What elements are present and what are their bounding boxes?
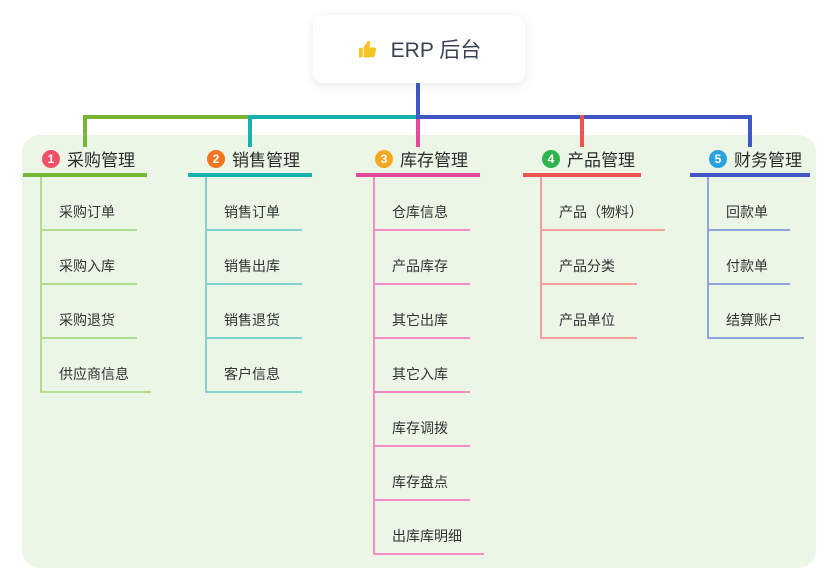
- branch-finance-badge: 5: [709, 149, 727, 168]
- child-node: 采购入库: [42, 231, 151, 285]
- branch-product-header[interactable]: 4 产品管理: [523, 144, 641, 177]
- child-node-label[interactable]: 其它入库: [375, 364, 470, 393]
- child-node-label[interactable]: 产品分类: [542, 256, 637, 285]
- child-node-label[interactable]: 采购退货: [42, 310, 137, 339]
- child-node-label[interactable]: 销售订单: [207, 202, 302, 231]
- child-node: 付款单: [709, 231, 810, 285]
- child-node-label[interactable]: 仓库信息: [375, 202, 470, 231]
- branch-purchase: 1 采购管理 采购订单 采购入库 采购退货 供应商信息: [23, 144, 151, 393]
- child-node-label[interactable]: 回款单: [709, 202, 790, 231]
- branch-inventory-badge: 3: [375, 149, 393, 168]
- child-node-label[interactable]: 库存盘点: [375, 472, 470, 501]
- root-node-title: ERP 后台: [390, 39, 482, 62]
- mindmap-panel: [22, 135, 816, 568]
- branch-product-children: 产品（物料） 产品分类 产品单位: [540, 177, 665, 339]
- child-node-label[interactable]: 其它出库: [375, 310, 470, 339]
- child-node-label[interactable]: 销售出库: [207, 256, 302, 285]
- child-node: 供应商信息: [42, 339, 151, 393]
- child-node: 产品（物料）: [542, 177, 665, 231]
- branch-purchase-title: 采购管理: [67, 151, 135, 170]
- branch-product-title: 产品管理: [567, 151, 635, 170]
- branch-inventory: 3 库存管理 仓库信息 产品库存 其它出库 其它入库 库存调拨 库存盘点 出库库…: [356, 144, 484, 555]
- child-node-label[interactable]: 付款单: [709, 256, 790, 285]
- child-node-label[interactable]: 采购入库: [42, 256, 137, 285]
- branch-finance: 5 财务管理 回款单 付款单 结算账户: [690, 144, 810, 339]
- branch-finance-title: 财务管理: [734, 151, 802, 170]
- child-node: 客户信息: [207, 339, 312, 393]
- child-node-label[interactable]: 产品（物料）: [542, 202, 665, 231]
- thumbs-up-icon: [357, 38, 380, 61]
- child-node: 其它入库: [375, 339, 484, 393]
- branch-inventory-children: 仓库信息 产品库存 其它出库 其它入库 库存调拨 库存盘点 出库库明细: [373, 177, 484, 555]
- branch-product-badge: 4: [542, 149, 560, 168]
- child-node-label[interactable]: 产品库存: [375, 256, 470, 285]
- child-node-label[interactable]: 销售退货: [207, 310, 302, 339]
- child-node-label[interactable]: 客户信息: [207, 364, 302, 393]
- child-node: 销售退货: [207, 285, 312, 339]
- child-node-label[interactable]: 库存调拨: [375, 418, 470, 447]
- child-node: 销售订单: [207, 177, 312, 231]
- branch-finance-header[interactable]: 5 财务管理: [690, 144, 810, 177]
- child-node-label[interactable]: 采购订单: [42, 202, 137, 231]
- child-node: 结算账户: [709, 285, 810, 339]
- child-node: 产品库存: [375, 231, 484, 285]
- branch-purchase-badge: 1: [42, 149, 60, 168]
- child-node: 出库库明细: [375, 501, 484, 555]
- child-node: 销售出库: [207, 231, 312, 285]
- child-node: 库存调拨: [375, 393, 484, 447]
- branch-sales-title: 销售管理: [232, 151, 300, 170]
- child-node: 产品单位: [542, 285, 665, 339]
- child-node-label[interactable]: 出库库明细: [375, 526, 484, 555]
- child-node: 回款单: [709, 177, 810, 231]
- branch-inventory-header[interactable]: 3 库存管理: [356, 144, 480, 177]
- branch-sales: 2 销售管理 销售订单 销售出库 销售退货 客户信息: [188, 144, 312, 393]
- branch-sales-children: 销售订单 销售出库 销售退货 客户信息: [205, 177, 312, 393]
- child-node: 仓库信息: [375, 177, 484, 231]
- child-node: 采购订单: [42, 177, 151, 231]
- child-node-label[interactable]: 供应商信息: [42, 364, 151, 393]
- branch-inventory-title: 库存管理: [400, 151, 468, 170]
- child-node: 库存盘点: [375, 447, 484, 501]
- root-node[interactable]: ERP 后台: [313, 15, 525, 83]
- child-node: 采购退货: [42, 285, 151, 339]
- branch-purchase-children: 采购订单 采购入库 采购退货 供应商信息: [40, 177, 151, 393]
- branch-sales-badge: 2: [207, 149, 225, 168]
- child-node: 其它出库: [375, 285, 484, 339]
- branch-sales-header[interactable]: 2 销售管理: [188, 144, 312, 177]
- branch-purchase-header[interactable]: 1 采购管理: [23, 144, 147, 177]
- branch-product: 4 产品管理 产品（物料） 产品分类 产品单位: [523, 144, 665, 339]
- branch-finance-children: 回款单 付款单 结算账户: [707, 177, 810, 339]
- child-node-label[interactable]: 产品单位: [542, 310, 637, 339]
- child-node-label[interactable]: 结算账户: [709, 310, 804, 339]
- child-node: 产品分类: [542, 231, 665, 285]
